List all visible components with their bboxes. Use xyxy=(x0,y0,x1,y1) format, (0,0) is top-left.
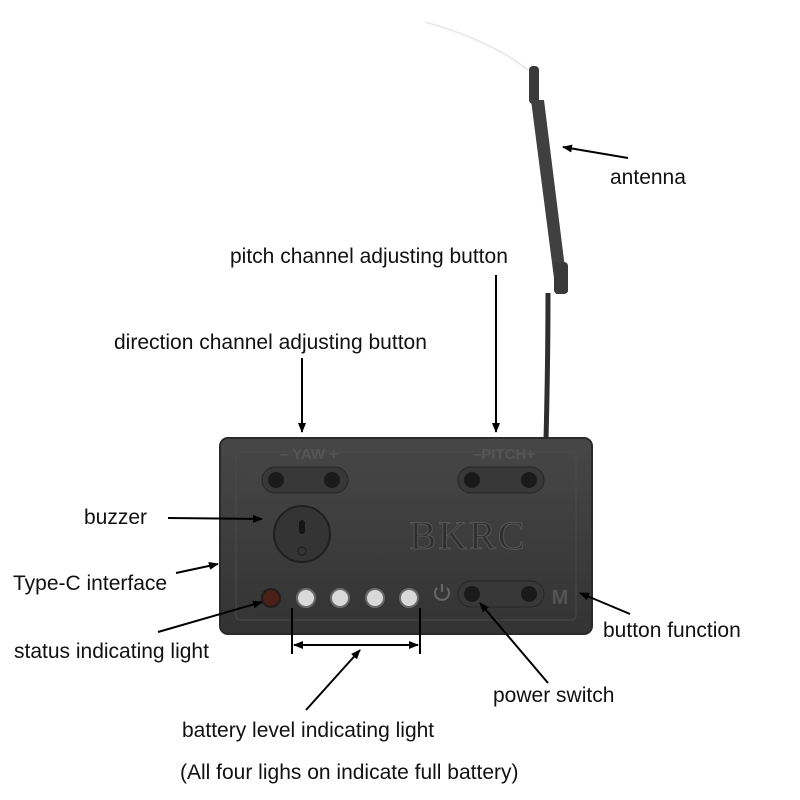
pitch-label: –PITCH+ xyxy=(473,446,535,463)
yaw-buttons[interactable] xyxy=(261,466,349,494)
battery-bracket xyxy=(291,608,421,654)
label-direction-button: direction channel adjusting button xyxy=(114,331,427,354)
power-function-buttons[interactable] xyxy=(457,580,545,608)
battery-leds xyxy=(296,588,419,608)
power-switch-arrow xyxy=(479,602,549,684)
pitch-buttons[interactable] xyxy=(457,466,545,494)
label-battery-light: battery level indicating light xyxy=(182,719,435,742)
label-button-function: button function xyxy=(603,619,741,642)
buzzer xyxy=(273,505,331,563)
label-battery-note: (All four lighs on indicate full battery… xyxy=(180,761,519,784)
leader-arrows xyxy=(157,144,631,711)
battery-led xyxy=(399,588,419,608)
controller-body: – YAW + –PITCH+ BKRC M xyxy=(219,437,593,635)
status-arrow xyxy=(157,600,263,633)
mode-label: M xyxy=(552,587,569,609)
buzzer-arrow xyxy=(167,514,263,523)
label-antenna: antenna xyxy=(610,166,686,189)
status-led xyxy=(261,588,281,608)
label-pitch-button: pitch channel adjusting button xyxy=(230,245,508,268)
label-power-switch: power switch xyxy=(493,684,615,707)
button-function-arrow xyxy=(579,592,631,615)
battery-led xyxy=(365,588,385,608)
brand-logo: BKRC xyxy=(410,513,527,558)
battery-arrow xyxy=(305,649,361,711)
antenna-arrow xyxy=(562,144,629,159)
battery-led xyxy=(330,588,350,608)
battery-led xyxy=(296,588,316,608)
antenna xyxy=(424,21,568,441)
power-icon xyxy=(434,584,450,601)
typec-arrow xyxy=(175,561,219,574)
label-buzzer: buzzer xyxy=(84,506,148,529)
label-typec: Type-C interface xyxy=(13,572,168,595)
label-status-light: status indicating light xyxy=(14,640,209,663)
yaw-label: – YAW + xyxy=(280,446,338,463)
